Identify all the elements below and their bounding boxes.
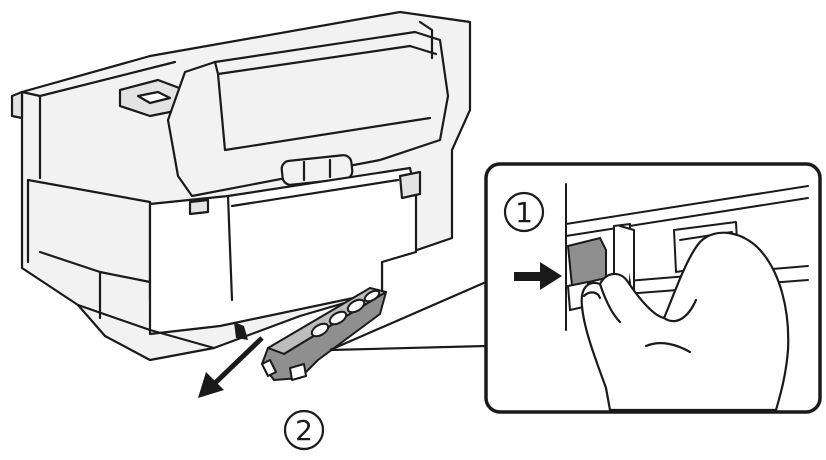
adf-unit xyxy=(166,30,450,198)
step-2-badge: 2 xyxy=(283,409,325,451)
hand-palm xyxy=(580,231,790,412)
cassette-bottom-edge xyxy=(76,303,216,350)
hand-thumb-crease xyxy=(644,342,692,354)
removed-part-tab xyxy=(289,363,307,381)
step-1-label: 1 xyxy=(515,196,533,229)
callout-leader xyxy=(329,280,487,352)
rear-handle-grip xyxy=(302,158,332,182)
removed-part-hole xyxy=(328,310,348,326)
printer-top-edge xyxy=(20,60,177,180)
removed-part-hole xyxy=(346,298,366,314)
arrow-right-icon xyxy=(514,262,562,290)
step-2-label: 2 xyxy=(295,414,313,447)
inset-wall-edge xyxy=(565,183,809,331)
scanner-hinge-detail xyxy=(136,90,172,105)
step-1-badge: 1 xyxy=(503,191,545,233)
rear-panel-inner xyxy=(226,178,400,302)
rear-panel-latch-right xyxy=(398,170,422,200)
inset-latch xyxy=(566,236,607,288)
hand-icon xyxy=(580,231,790,412)
printer-side-nub xyxy=(10,90,24,120)
removed-part-tab xyxy=(261,359,277,377)
printer xyxy=(10,10,472,362)
hand-finger-gap xyxy=(598,282,698,324)
adf-cover-lid xyxy=(213,44,438,152)
rear-panel xyxy=(148,166,418,336)
paper-cassette xyxy=(38,250,152,320)
removed-part-hole xyxy=(310,322,330,338)
adf-tray-slot xyxy=(418,20,434,60)
detail-callout xyxy=(484,162,822,414)
removed-part-hole xyxy=(363,289,381,303)
inset-tab-cap xyxy=(619,225,635,299)
removed-part xyxy=(261,287,387,381)
rear-panel-latch-left xyxy=(188,198,210,216)
arrow-down-left-icon xyxy=(198,322,264,398)
hand-fingernail xyxy=(582,291,602,300)
